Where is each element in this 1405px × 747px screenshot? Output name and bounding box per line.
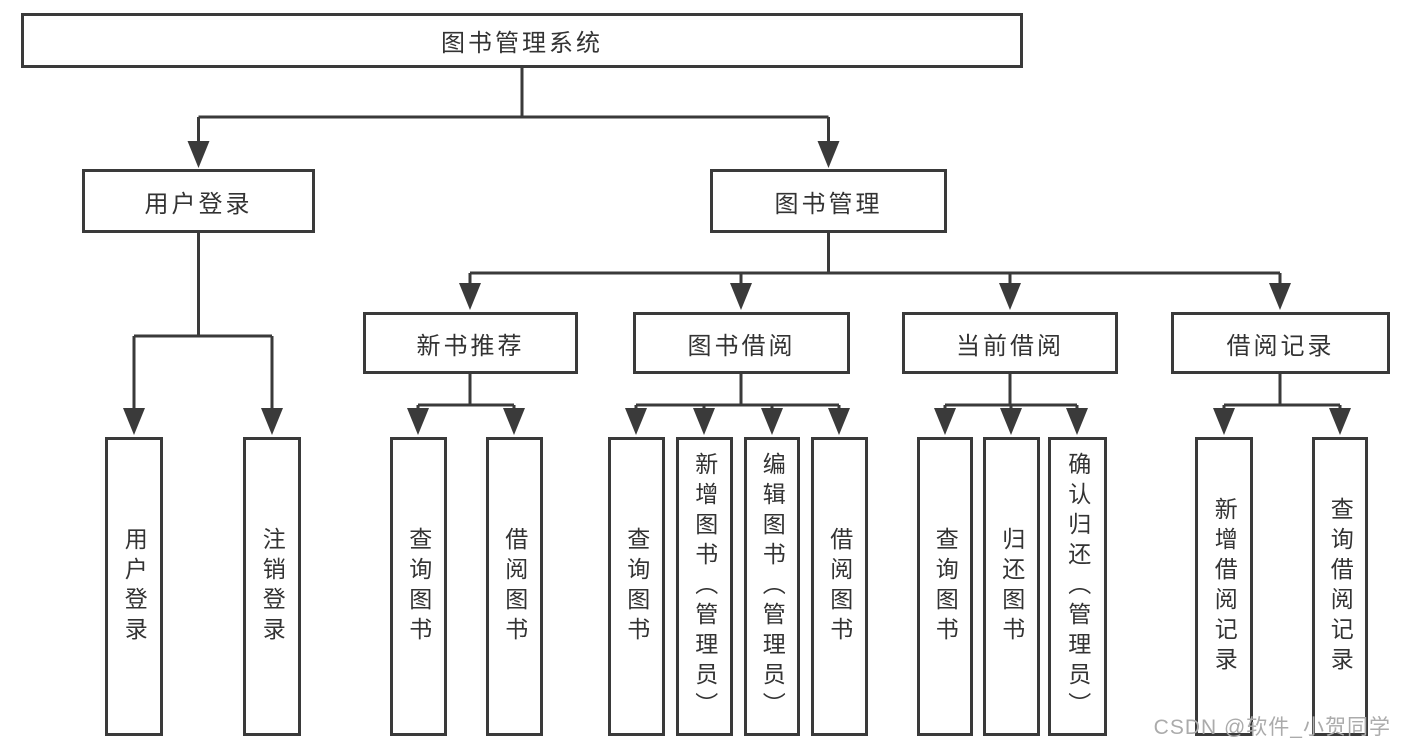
leaf-user-login-label: 用户登录 (121, 526, 148, 647)
connector-currentborrow-to-leaves (943, 374, 1079, 410)
node-book-management-label: 图书管理 (774, 190, 883, 218)
leaf-records-query-record: 查询借阅记录 (1312, 437, 1368, 736)
leaf-borrow-borrow-books-label: 借阅图书 (826, 526, 853, 647)
arrow-icon (828, 408, 850, 435)
node-user-login: 用户登录 (82, 169, 315, 233)
leaf-newbooks-query-books-label: 查询图书 (405, 526, 432, 647)
arrow-icon (817, 141, 840, 168)
leaf-current-query-books-label: 查询图书 (932, 526, 959, 647)
leaf-borrow-borrow-books: 借阅图书 (811, 437, 868, 736)
leaf-newbooks-borrow-books: 借阅图书 (486, 437, 543, 736)
leaf-borrow-query-books: 查询图书 (608, 437, 665, 736)
connector-userlogin-to-leaves (132, 233, 274, 410)
node-root: 图书管理系统 (21, 13, 1023, 68)
leaf-newbooks-borrow-books-label: 借阅图书 (501, 526, 528, 647)
arrow-icon (999, 283, 1021, 310)
leaf-logout: 注销登录 (243, 437, 301, 736)
arrowheads (123, 141, 1351, 435)
arrow-icon (503, 408, 525, 435)
leaf-records-add-record-label: 新增借阅记录 (1211, 496, 1238, 677)
arrow-icon (1000, 408, 1022, 435)
connector-newbooks-to-leaves (416, 374, 516, 410)
arrow-icon (934, 408, 956, 435)
arrow-icon (693, 408, 715, 435)
leaf-borrow-add-books-label: 新增图书（管理员） (691, 451, 718, 722)
leaf-user-login: 用户登录 (105, 437, 163, 736)
node-borrowing-records-label: 借阅记录 (1226, 332, 1335, 360)
node-book-borrowing-label: 图书借阅 (687, 332, 796, 360)
node-new-book-recommend-label: 新书推荐 (416, 332, 525, 360)
leaf-borrow-add-books: 新增图书（管理员） (676, 437, 733, 736)
arrow-icon (761, 408, 783, 435)
arrow-icon (1066, 408, 1088, 435)
leaf-newbooks-query-books: 查询图书 (390, 437, 447, 736)
leaf-current-query-books: 查询图书 (917, 437, 973, 736)
node-book-management: 图书管理 (710, 169, 947, 233)
node-book-borrowing: 图书借阅 (633, 312, 850, 374)
node-user-login-label: 用户登录 (144, 190, 253, 218)
connector-bookmgmt-to-level3 (468, 233, 1282, 285)
arrow-icon (730, 283, 752, 310)
leaf-borrow-edit-books: 编辑图书（管理员） (744, 437, 800, 736)
arrow-icon (625, 408, 647, 435)
arrow-icon (1213, 408, 1235, 435)
leaf-current-confirm-return: 确认归还（管理员） (1048, 437, 1107, 736)
leaf-records-query-record-label: 查询借阅记录 (1327, 496, 1354, 677)
node-new-book-recommend: 新书推荐 (363, 312, 578, 374)
leaf-records-add-record: 新增借阅记录 (1195, 437, 1253, 736)
arrow-icon (261, 408, 283, 435)
node-borrowing-records: 借阅记录 (1171, 312, 1390, 374)
node-root-label: 图书管理系统 (441, 30, 603, 57)
leaf-borrow-edit-books-label: 编辑图书（管理员） (759, 451, 786, 722)
arrow-icon (1269, 283, 1291, 310)
leaf-current-return-books-label: 归还图书 (998, 526, 1025, 647)
leaf-current-confirm-return-label: 确认归还（管理员） (1064, 451, 1091, 722)
leaf-logout-label: 注销登录 (259, 526, 286, 647)
arrow-icon (407, 408, 429, 435)
arrow-icon (187, 141, 210, 168)
arrow-icon (1329, 408, 1351, 435)
watermark: CSDN @软件_小贺同学 (1153, 716, 1391, 739)
arrow-icon (459, 283, 481, 310)
node-current-borrowing-label: 当前借阅 (956, 332, 1064, 360)
node-current-borrowing: 当前借阅 (902, 312, 1118, 374)
connector-bookborrow-to-leaves (634, 374, 841, 410)
leaf-borrow-query-books-label: 查询图书 (623, 526, 650, 647)
leaf-current-return-books: 归还图书 (983, 437, 1040, 736)
connector-records-to-leaves (1222, 374, 1342, 410)
arrow-icon (123, 408, 145, 435)
connector-root-to-level2 (197, 68, 830, 143)
